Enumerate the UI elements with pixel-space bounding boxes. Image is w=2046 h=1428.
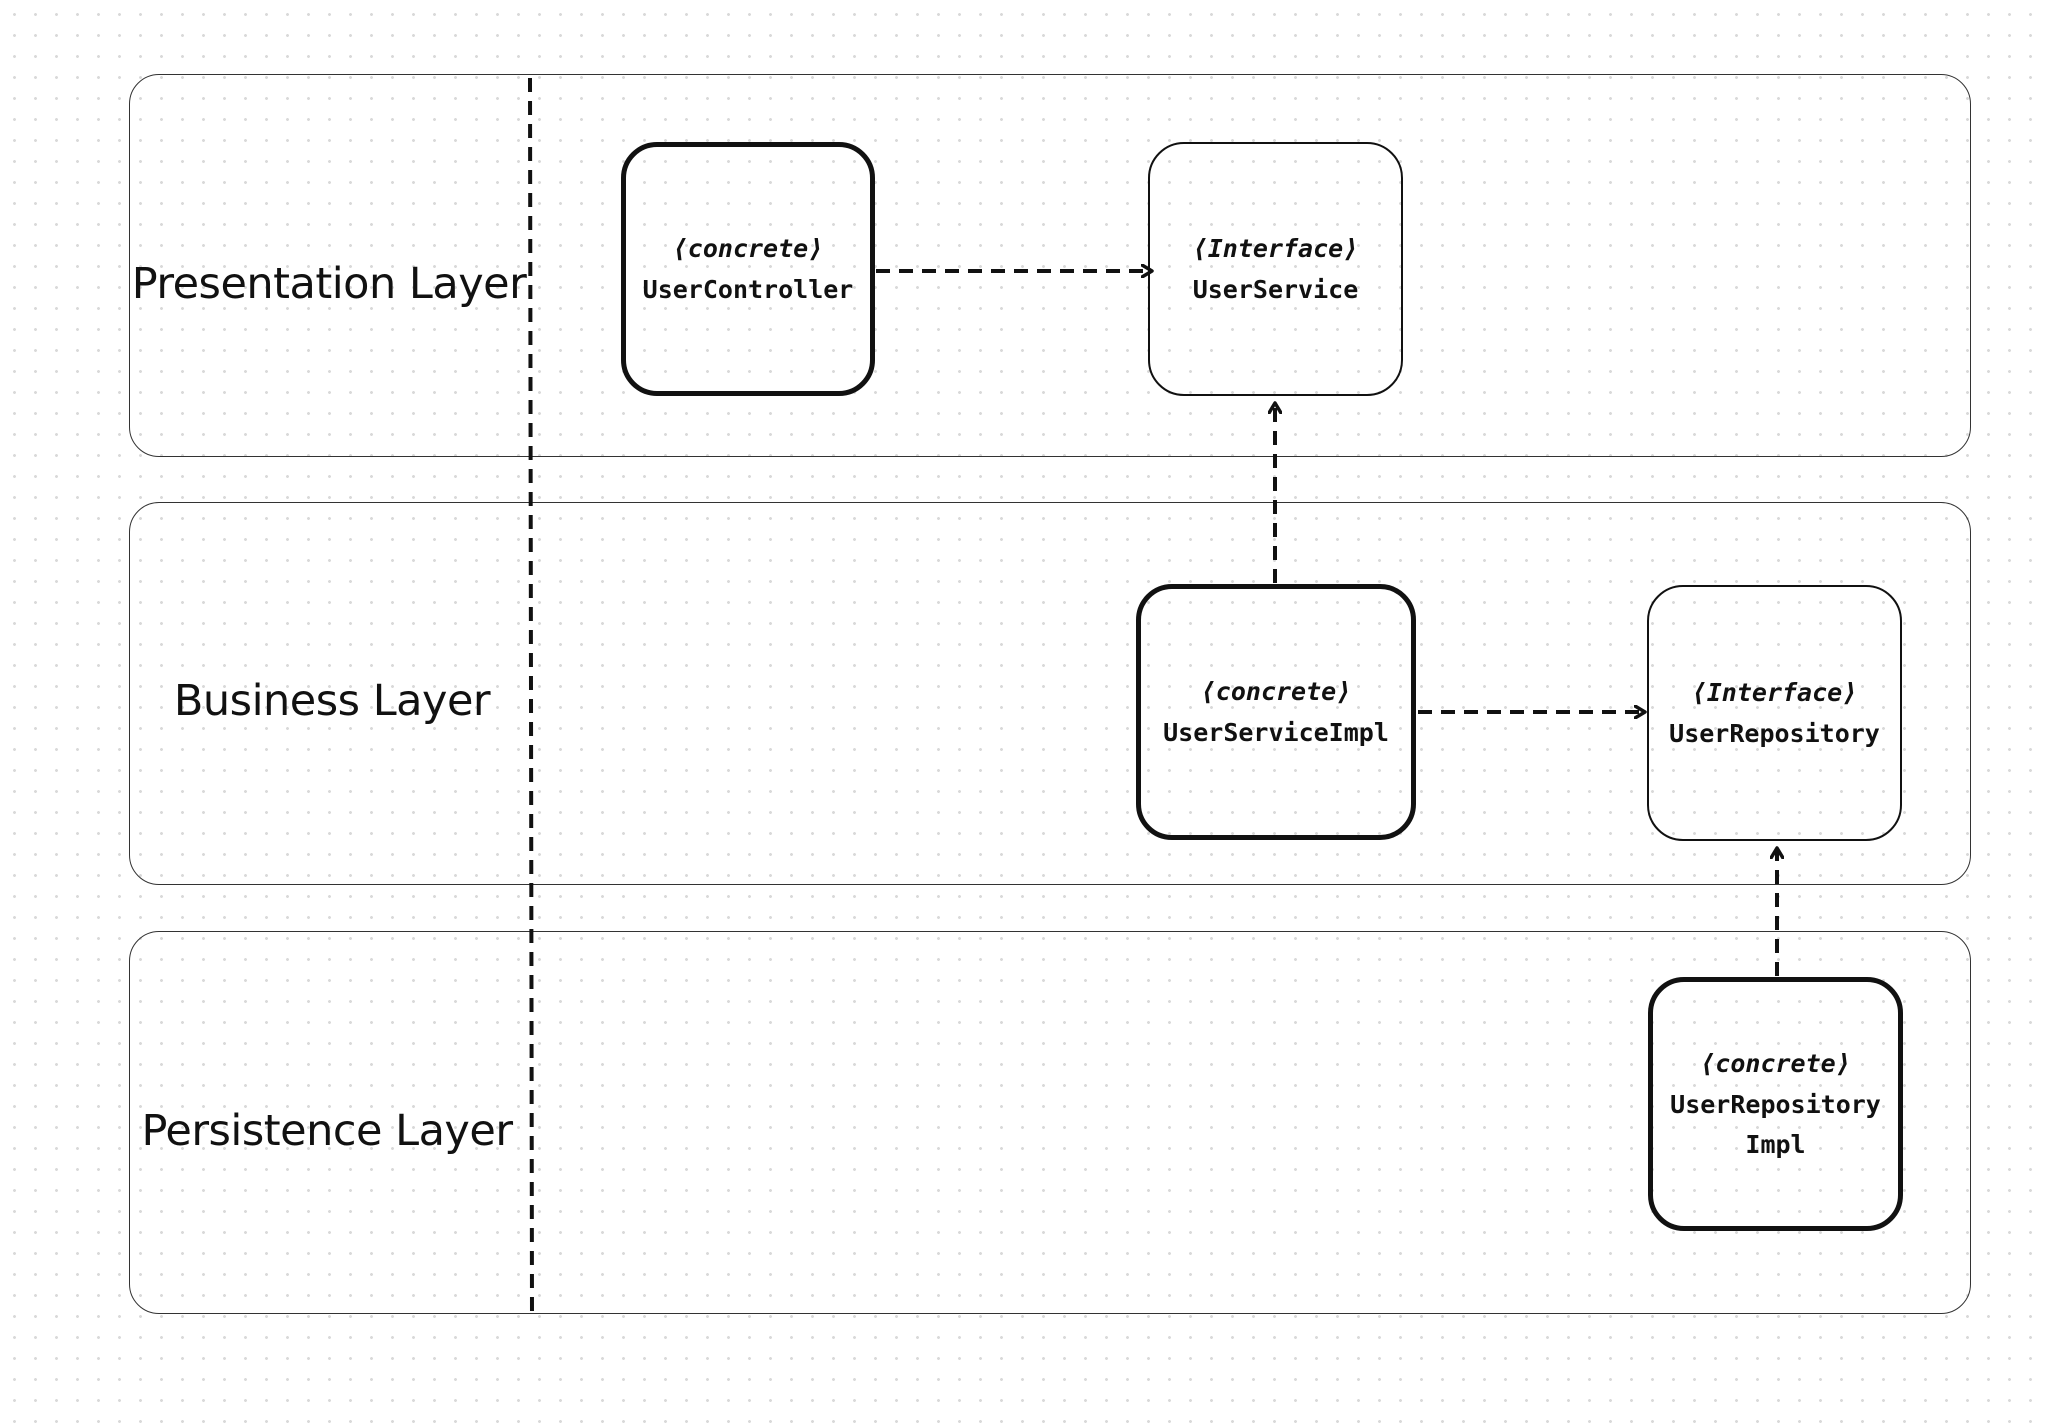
node-user-controller[interactable]: ⟨concrete⟩ UserController — [621, 142, 875, 396]
node-user-repository-impl[interactable]: ⟨concrete⟩ UserRepository Impl — [1648, 977, 1903, 1231]
node-user-service[interactable]: ⟨Interface⟩ UserService — [1148, 142, 1403, 396]
lane-label-persistence: Persistence Layer — [141, 1106, 513, 1156]
node-stereotype: ⟨concrete⟩ — [1700, 1049, 1851, 1078]
node-stereotype: ⟨concrete⟩ — [672, 234, 824, 263]
lane-label-presentation: Presentation Layer — [131, 259, 527, 309]
node-name: UserController — [642, 275, 854, 304]
lane-business — [129, 502, 1971, 885]
node-user-repository[interactable]: ⟨Interface⟩ UserRepository — [1647, 585, 1902, 841]
node-name: UserService — [1192, 275, 1359, 304]
lane-persistence — [129, 931, 1971, 1314]
lane-label-business: Business Layer — [173, 676, 491, 726]
lane-presentation — [129, 74, 1971, 457]
lane-divider — [528, 77, 534, 1317]
node-stereotype: ⟨Interface⟩ — [1192, 234, 1359, 263]
node-name: UserRepository Impl — [1670, 1090, 1881, 1159]
node-user-service-impl[interactable]: ⟨concrete⟩ UserServiceImpl — [1136, 584, 1416, 840]
node-name: UserRepository — [1669, 719, 1880, 748]
node-stereotype: ⟨Interface⟩ — [1691, 678, 1858, 707]
node-stereotype: ⟨concrete⟩ — [1200, 677, 1352, 706]
node-name: UserServiceImpl — [1163, 718, 1389, 747]
